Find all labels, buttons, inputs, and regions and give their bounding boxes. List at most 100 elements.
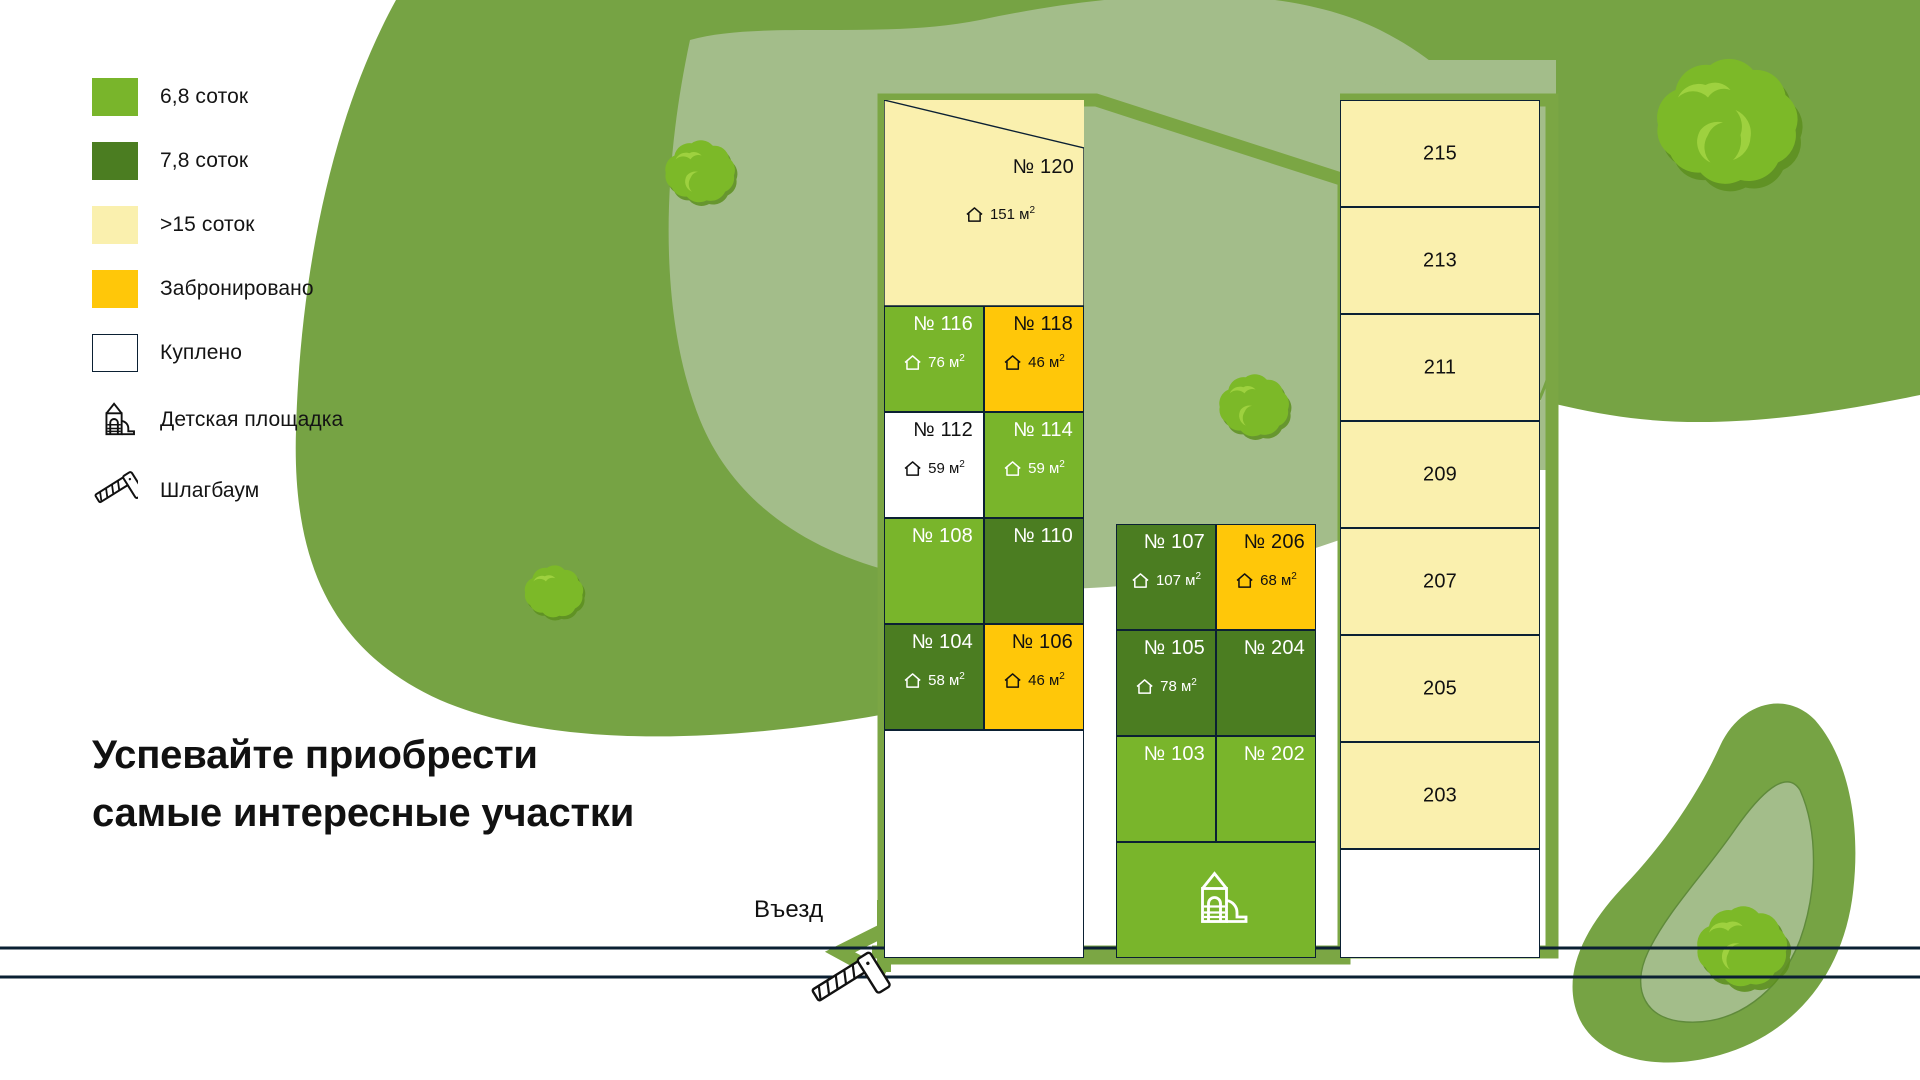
plot-205[interactable]: 205 (1340, 635, 1540, 742)
plot-114[interactable]: № 114 59 м2 (984, 412, 1084, 518)
legend-label-15plus: >15 соток (160, 213, 255, 236)
playground-plot[interactable] (1116, 842, 1316, 958)
plot-120-area: 151 м2 (965, 205, 1035, 223)
house-icon (903, 460, 922, 477)
legend-swatch-gold (92, 270, 138, 308)
tree-icon-center (1219, 374, 1292, 440)
house-icon (903, 672, 922, 689)
plot-106[interactable]: № 106 46 м2 (984, 624, 1084, 730)
plot-207[interactable]: 207 (1340, 528, 1540, 635)
plot-118-area: 46 м2 (1003, 353, 1065, 371)
legend-label-reserved: Забронировано (160, 277, 314, 300)
plot-118-number: № 118 (1013, 313, 1073, 335)
legend-item-sold[interactable]: Куплено (92, 334, 422, 372)
playground-icon (1182, 868, 1250, 933)
plot-120[interactable]: № 120 151 м2 (884, 100, 1084, 306)
left-block: № 120 151 м2 № 116 76 м2 № 118 (884, 100, 1084, 958)
plot-112[interactable]: № 112 59 м2 (884, 412, 984, 518)
plot-202[interactable]: № 202 (1216, 736, 1316, 842)
legend-label-sold: Куплено (160, 341, 243, 364)
plot-204-number: № 204 (1243, 637, 1305, 659)
plot-right-empty[interactable] (1340, 849, 1540, 958)
tree-icon-top-right (1657, 58, 1803, 192)
entrance-label: Въезд (754, 896, 824, 923)
legend-item-barrier[interactable]: Шлагбаум (92, 470, 422, 512)
plot-213[interactable]: 213 (1340, 207, 1540, 314)
plot-110-number: № 110 (1013, 525, 1073, 547)
tree-icon-bottom-right (1697, 906, 1792, 992)
plot-215-number: 215 (1423, 142, 1457, 164)
plot-107-number: № 107 (1143, 531, 1205, 553)
plot-108[interactable]: № 108 (884, 518, 984, 624)
plot-215[interactable]: 215 (1340, 100, 1540, 207)
plot-211[interactable]: 211 (1340, 314, 1540, 421)
plot-116[interactable]: № 116 76 м2 (884, 306, 984, 412)
legend-swatch-cream (92, 206, 138, 244)
right-block: 215 213 211 209 207 205 203 (1340, 100, 1540, 958)
plot-206-number: № 206 (1243, 531, 1305, 553)
plot-118[interactable]: № 118 46 м2 (984, 306, 1084, 412)
plot-211-number: 211 (1423, 356, 1457, 378)
barrier-icon-map (811, 951, 891, 1002)
middle-block: № 107 107 м2 № 206 68 м2 № 105 (1116, 524, 1316, 958)
plot-106-area: 46 м2 (1003, 671, 1065, 689)
plot-206-area: 68 м2 (1235, 571, 1297, 589)
legend-swatch-white (92, 334, 138, 372)
legend-item-7-8[interactable]: 7,8 соток (92, 142, 422, 180)
headline-line-1: Успевайте приобрести (92, 733, 538, 777)
house-icon (1131, 572, 1150, 589)
plot-112-area: 59 м2 (903, 459, 965, 477)
legend-label-6-8: 6,8 соток (160, 85, 249, 108)
plot-105[interactable]: № 105 78 м2 (1116, 630, 1216, 736)
legend-label-playground: Детская площадка (160, 407, 344, 431)
plot-204[interactable]: № 204 (1216, 630, 1316, 736)
house-icon (1003, 354, 1022, 371)
legend-item-6-8[interactable]: 6,8 соток (92, 78, 422, 116)
plot-112-number: № 112 (913, 419, 973, 441)
plot-206[interactable]: № 206 68 м2 (1216, 524, 1316, 630)
plot-107-area: 107 м2 (1131, 571, 1201, 589)
house-icon (1135, 678, 1154, 695)
plot-103-number: № 103 (1143, 743, 1205, 765)
plot-104-area: 58 м2 (903, 671, 965, 689)
legend-swatch-dark-green (92, 142, 138, 180)
house-icon (1003, 460, 1022, 477)
legend-label-7-8: 7,8 соток (160, 149, 249, 172)
headline-line-2: самые интересные участки (92, 791, 635, 835)
legend-swatch-green (92, 78, 138, 116)
plot-120-sqm: 151 (989, 206, 1015, 223)
plot-104[interactable]: № 104 58 м2 (884, 624, 984, 730)
plot-103[interactable]: № 103 (1116, 736, 1216, 842)
plot-120-number: № 120 (1012, 156, 1074, 178)
house-icon (965, 206, 984, 223)
legend-label-barrier: Шлагбаум (160, 479, 260, 502)
plot-114-area: 59 м2 (1003, 459, 1065, 477)
plot-202-number: № 202 (1243, 743, 1305, 765)
house-icon (1235, 572, 1254, 589)
plot-203-number: 203 (1423, 784, 1457, 806)
plot-110[interactable]: № 110 (984, 518, 1084, 624)
page-title: Успевайте приобрести самые интересные уч… (92, 726, 792, 842)
plot-203[interactable]: 203 (1340, 742, 1540, 849)
legend: 6,8 соток 7,8 соток >15 соток Заброниров… (92, 78, 422, 538)
plot-114-number: № 114 (1013, 419, 1073, 441)
plot-209-number: 209 (1423, 463, 1457, 485)
plot-105-number: № 105 (1143, 637, 1205, 659)
plot-116-area: 76 м2 (903, 353, 965, 371)
tree-icon-left (665, 140, 738, 206)
plot-left-empty[interactable] (884, 730, 1084, 958)
plot-107[interactable]: № 107 107 м2 (1116, 524, 1216, 630)
barrier-icon (92, 470, 138, 512)
legend-item-15plus[interactable]: >15 соток (92, 206, 422, 244)
legend-item-playground[interactable]: Детская площадка (92, 398, 422, 440)
plot-207-number: 207 (1423, 570, 1457, 592)
plot-105-area: 78 м2 (1135, 677, 1197, 695)
legend-item-reserved[interactable]: Забронировано (92, 270, 422, 308)
plot-104-number: № 104 (911, 631, 973, 653)
plot-108-number: № 108 (911, 525, 973, 547)
plot-213-number: 213 (1423, 249, 1457, 271)
plot-209[interactable]: 209 (1340, 421, 1540, 528)
plot-106-number: № 106 (1011, 631, 1073, 653)
tree-icon-bottom-left (524, 565, 586, 621)
